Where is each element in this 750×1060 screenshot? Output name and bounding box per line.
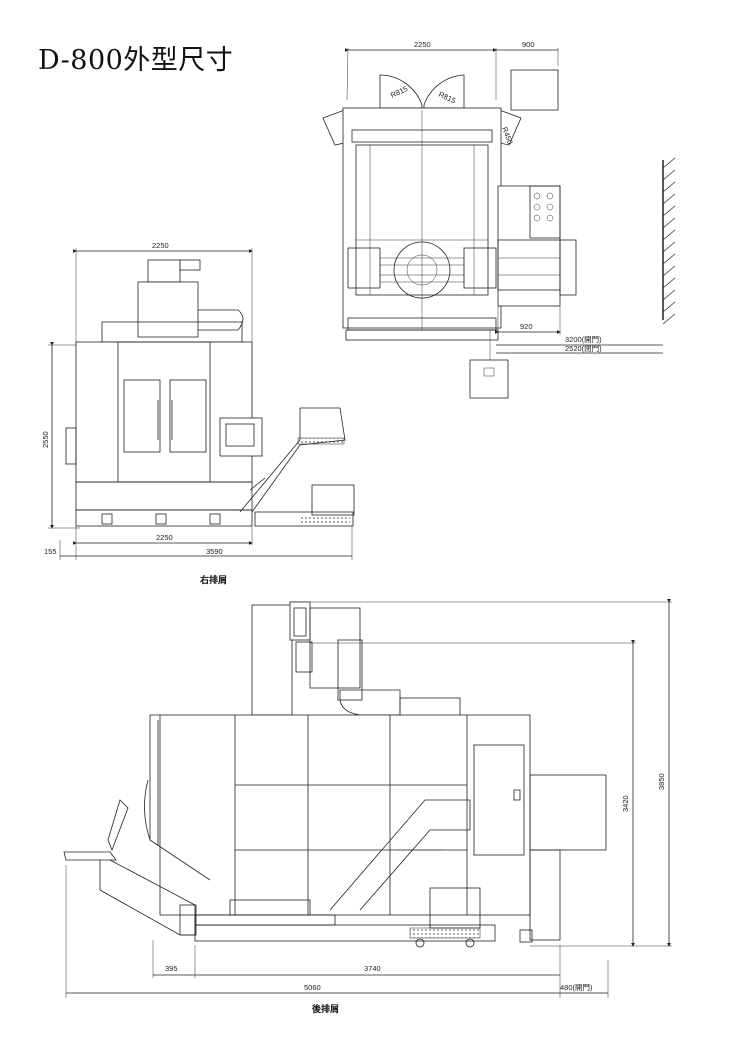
dim-front-155: 155 xyxy=(44,547,57,556)
dim-r450: R450 xyxy=(500,126,515,146)
dim-3420: 3420 xyxy=(621,795,630,812)
dim-395: 395 xyxy=(165,964,178,973)
dim-920: 920 xyxy=(520,322,533,331)
side-view: 3420 3850 xyxy=(63,598,672,1015)
dim-front-top: 2250 xyxy=(152,241,169,250)
dim-5060: 5060 xyxy=(304,983,321,992)
dim-3850: 3850 xyxy=(657,773,666,790)
dim-r815-left: R815 xyxy=(389,84,409,100)
dim-480: 480(開門) xyxy=(560,983,593,992)
dim-3740: 3740 xyxy=(364,964,381,973)
dim-r815-right: R815 xyxy=(437,90,457,106)
dim-top-side: 900 xyxy=(522,40,535,49)
dim-front-height: 2550 xyxy=(41,431,50,448)
dim-top-width: 2250 xyxy=(414,40,431,49)
dim-front-3590: 3590 xyxy=(206,547,223,556)
dim-2520: 2520(閉門) xyxy=(565,344,602,353)
front-view-caption: 右排屑 xyxy=(199,574,227,586)
side-view-caption: 後排屑 xyxy=(312,1003,339,1015)
front-view: 2250 2550 xyxy=(41,241,355,586)
drawing-title: D-800外型尺寸 xyxy=(38,45,234,76)
top-view: 2250 900 R815 R815 R450 xyxy=(322,40,676,399)
dim-front-base: 2250 xyxy=(156,533,173,542)
dim-3200: 3200(開門) xyxy=(565,335,602,344)
